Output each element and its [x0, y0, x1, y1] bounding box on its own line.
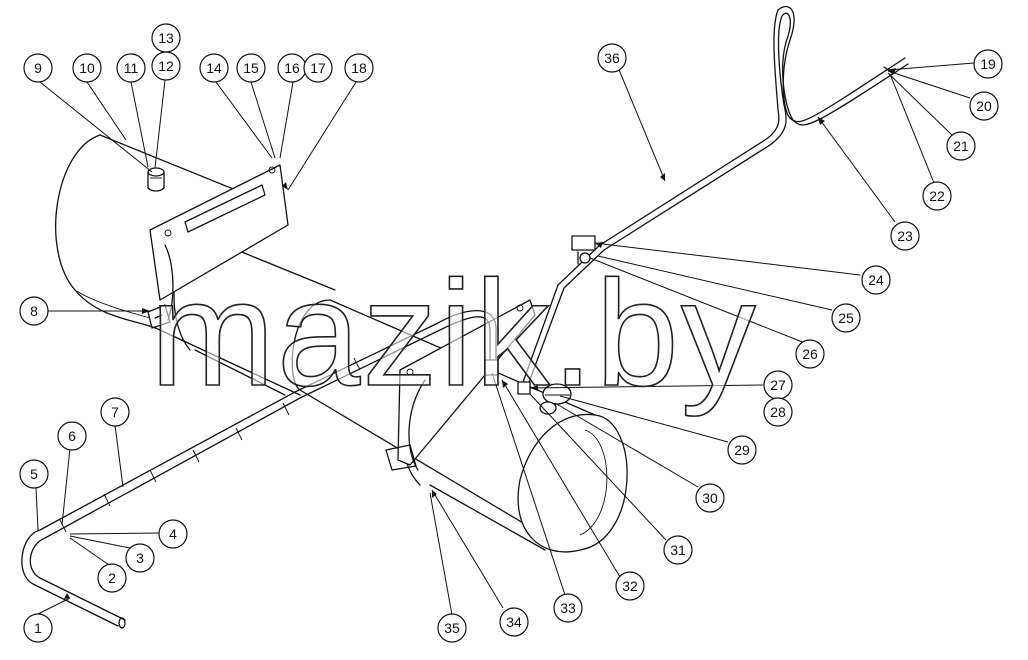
callout-label: 35 — [444, 620, 460, 636]
callout-label: 24 — [868, 272, 884, 288]
left-filler-neck — [147, 167, 165, 192]
callout-1: 1 — [23, 613, 53, 643]
callout-5: 5 — [19, 459, 49, 489]
callout-label: 12 — [158, 58, 174, 74]
callout-23: 23 — [890, 221, 920, 251]
callout-label: 31 — [670, 542, 686, 558]
callout-31: 31 — [663, 535, 693, 565]
callout-label: 6 — [68, 428, 76, 444]
callout-26: 26 — [795, 339, 825, 369]
callout-17: 17 — [303, 53, 333, 83]
right-bracket — [385, 299, 536, 471]
callout-25: 25 — [831, 303, 861, 333]
callout-label: 18 — [351, 60, 367, 76]
callout-27: 27 — [763, 370, 793, 400]
callout-16: 16 — [277, 53, 307, 83]
callout-label: 36 — [604, 50, 620, 66]
callout-label: 15 — [243, 60, 259, 76]
callout-6: 6 — [57, 421, 87, 451]
callout-label: 27 — [770, 377, 786, 393]
callout-12: 12 — [151, 51, 181, 81]
callout-label: 30 — [702, 490, 718, 506]
callout-label: 5 — [30, 466, 38, 482]
callout-label: 29 — [734, 442, 750, 458]
callout-label: 32 — [622, 578, 638, 594]
callout-21: 21 — [946, 131, 976, 161]
callout-8: 8 — [19, 296, 49, 326]
callout-label: 11 — [124, 60, 139, 76]
callout-3: 3 — [125, 543, 155, 573]
callout-label: 22 — [929, 188, 945, 204]
callout-label: 21 — [953, 138, 969, 154]
callout-29: 29 — [727, 435, 757, 465]
callout-label: 7 — [111, 404, 119, 420]
callout-4: 4 — [158, 519, 188, 549]
callout-label: 25 — [838, 310, 854, 326]
callout-label: 28 — [770, 404, 786, 420]
callout-10: 10 — [72, 53, 102, 83]
callout-label: 26 — [802, 346, 818, 362]
callout-label: 10 — [79, 60, 95, 76]
callout-label: 1 — [34, 620, 42, 636]
callout-24: 24 — [861, 265, 891, 295]
leader-lines — [35, 59, 975, 616]
callout-label: 17 — [310, 60, 326, 76]
callout-label: 8 — [30, 303, 38, 319]
callout-30: 30 — [695, 483, 725, 513]
callout-33: 33 — [553, 593, 583, 623]
callout-20: 20 — [969, 91, 999, 121]
callout-bubbles: 1 2 3 4 5 6 7 8 9 10 11 12 13 14 15 16 1… — [19, 23, 1003, 643]
callout-36: 36 — [597, 43, 627, 73]
callout-15: 15 — [236, 53, 266, 83]
callout-13: 13 — [151, 23, 181, 53]
fuel-lines — [21, 5, 909, 629]
callout-label: 14 — [206, 60, 222, 76]
callout-18: 18 — [344, 53, 374, 83]
callout-label: 19 — [980, 56, 996, 72]
callout-32: 32 — [615, 571, 645, 601]
callout-label: 4 — [169, 526, 177, 542]
callout-label: 3 — [136, 550, 144, 566]
callout-11: 11 — [116, 53, 146, 83]
callout-label: 20 — [976, 98, 992, 114]
callout-label: 33 — [560, 600, 576, 616]
callout-label: 23 — [897, 228, 913, 244]
callout-28: 28 — [763, 397, 793, 427]
callout-19: 19 — [973, 49, 1003, 79]
callout-22: 22 — [922, 181, 952, 211]
callout-34: 34 — [499, 607, 529, 637]
right-level-sender — [539, 383, 572, 415]
callout-label: 9 — [34, 60, 42, 76]
callout-9: 9 — [23, 53, 53, 83]
callout-35: 35 — [437, 613, 467, 643]
callout-label: 16 — [284, 60, 300, 76]
callout-14: 14 — [199, 53, 229, 83]
callout-label: 13 — [158, 30, 174, 46]
callout-label: 34 — [506, 614, 522, 630]
callout-7: 7 — [100, 397, 130, 427]
left-bracket — [147, 164, 289, 329]
callout-2: 2 — [97, 563, 127, 593]
callout-label: 2 — [108, 570, 116, 586]
